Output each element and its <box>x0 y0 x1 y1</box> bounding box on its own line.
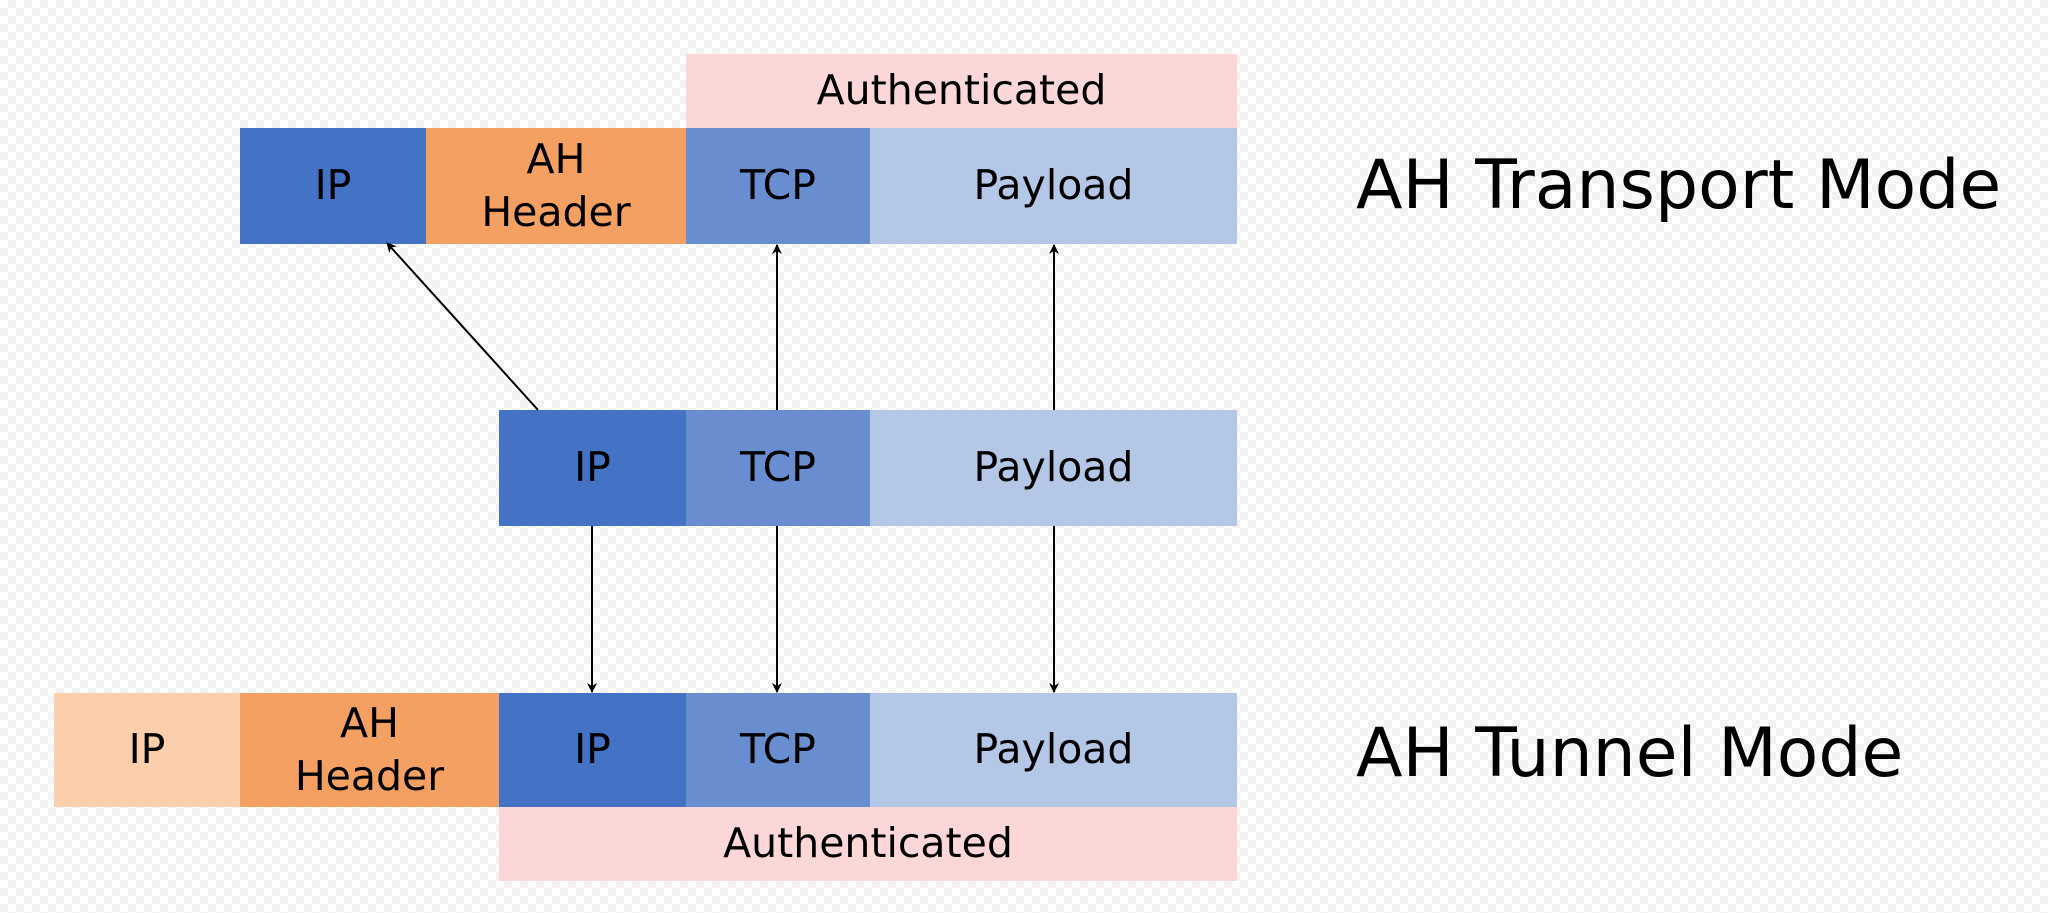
tunnel-ip-label: IP <box>574 725 611 774</box>
transport-ah-header-box: AH Header <box>426 128 686 244</box>
transport-mode-label: AH Transport Mode <box>1356 146 2002 225</box>
transport-tcp-label: TCP <box>740 161 816 210</box>
transport-payload-box: Payload <box>870 128 1237 244</box>
transport-authenticated-label: Authenticated <box>816 66 1107 115</box>
tunnel-authenticated-label: Authenticated <box>723 819 1013 868</box>
tunnel-new-ip-box: IP <box>54 693 240 807</box>
original-payload-box: Payload <box>870 410 1237 526</box>
tunnel-ip-box: IP <box>499 693 686 807</box>
original-tcp-label: TCP <box>740 443 816 492</box>
transport-tcp-box: TCP <box>686 128 870 244</box>
arrow-ip-to-transport <box>386 242 539 411</box>
tunnel-payload-box: Payload <box>870 693 1237 807</box>
transport-ah-header-label: AH Header <box>481 134 631 236</box>
transport-ip-label: IP <box>314 161 352 210</box>
tunnel-payload-label: Payload <box>973 725 1134 774</box>
tunnel-ah-header-box: AH Header <box>240 693 499 807</box>
tunnel-tcp-label: TCP <box>740 725 816 774</box>
tunnel-new-ip-label: IP <box>128 725 166 774</box>
transport-payload-label: Payload <box>973 161 1134 210</box>
original-payload-label: Payload <box>973 443 1134 492</box>
transport-authenticated-bar: Authenticated <box>686 54 1237 128</box>
tunnel-tcp-box: TCP <box>686 693 870 807</box>
tunnel-ah-header-label: AH Header <box>294 698 445 800</box>
original-ip-label: IP <box>574 443 611 492</box>
original-ip-box: IP <box>499 410 686 526</box>
tunnel-mode-label: AH Tunnel Mode <box>1356 714 1904 793</box>
tunnel-authenticated-bar: Authenticated <box>499 807 1237 881</box>
transport-ip-box: IP <box>240 128 426 244</box>
original-tcp-box: TCP <box>686 410 870 526</box>
